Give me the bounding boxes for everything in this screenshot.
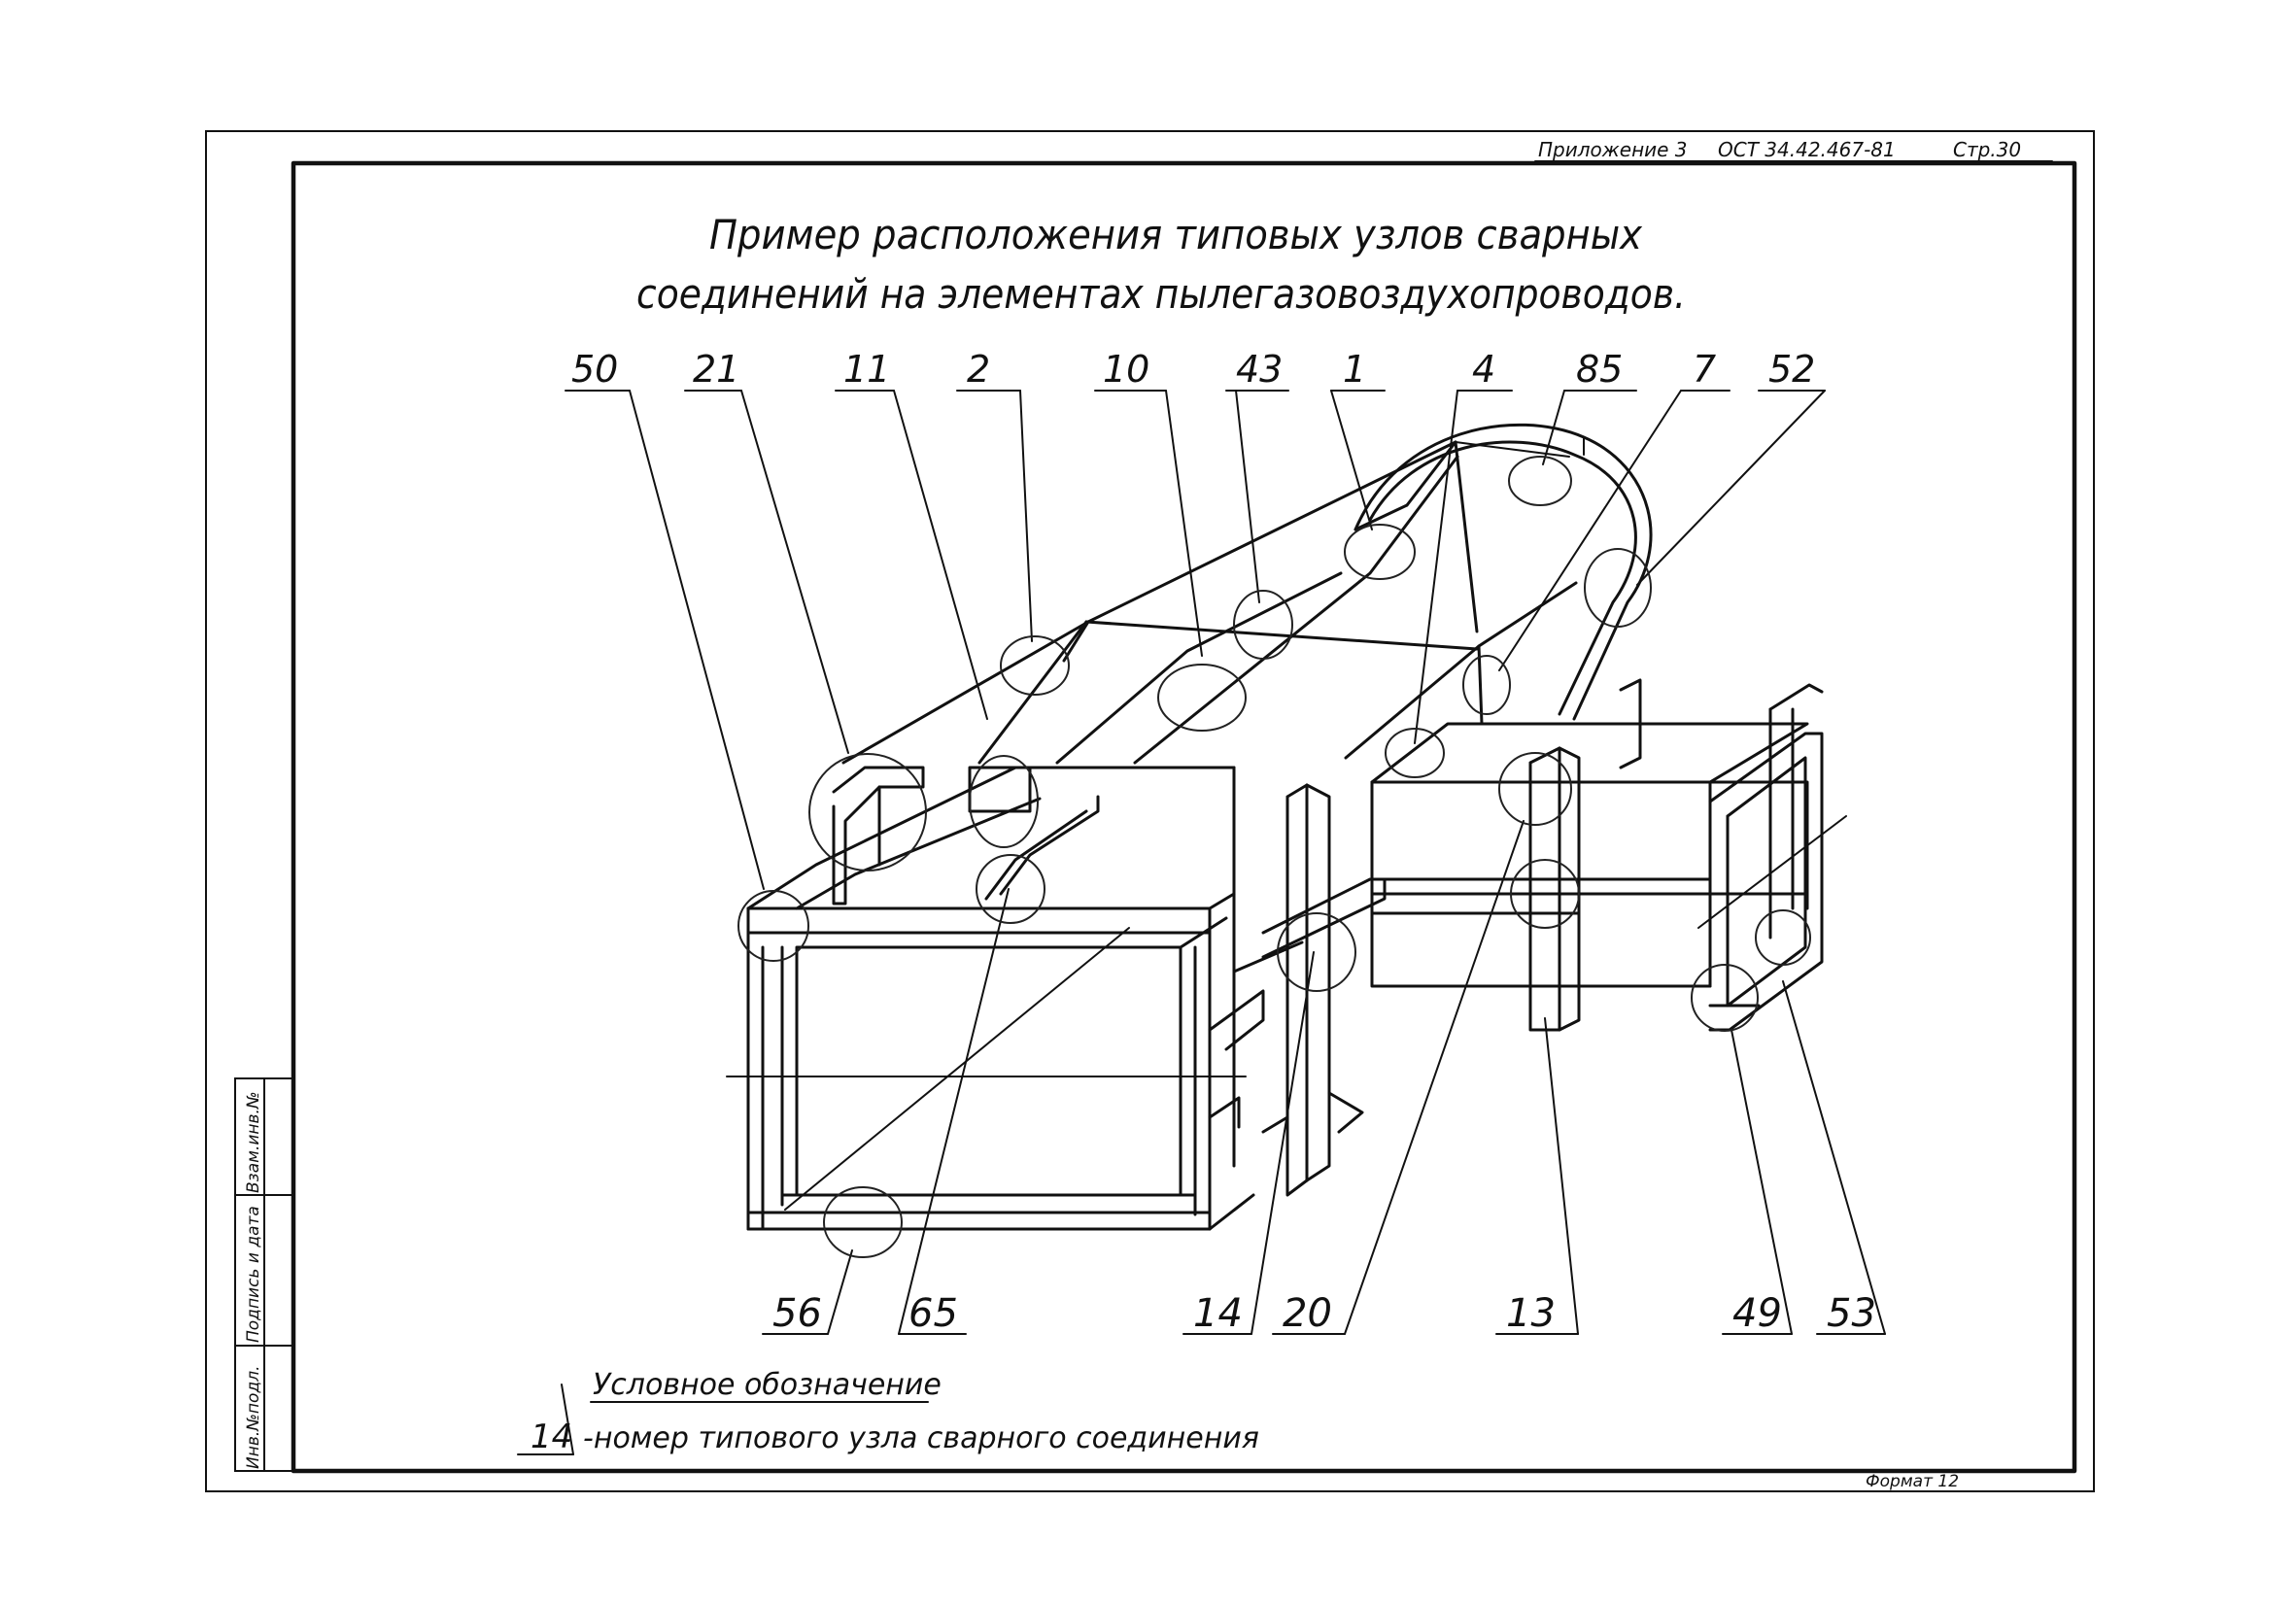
inner-frame — [291, 160, 2077, 1474]
svg-text:14: 14 — [1193, 1291, 1243, 1336]
legend-heading: Условное обозначение — [593, 1368, 942, 1402]
callout-14: 14 — [1182, 951, 1315, 1336]
weld-node-49 — [1691, 964, 1759, 1032]
weld-node-11 — [969, 755, 1039, 848]
svg-text:49: 49 — [1732, 1291, 1782, 1336]
footer: Формат 12 — [1860, 1472, 1973, 1492]
svg-text:2: 2 — [967, 348, 990, 391]
title-line1: Пример расположения типовых узлов сварны… — [709, 211, 1643, 258]
svg-text:53: 53 — [1827, 1291, 1876, 1336]
stamp-replacement-inv: Взам.инв.№ — [244, 1091, 263, 1193]
weld-node-52 — [1584, 548, 1652, 628]
weld-node-85 — [1508, 456, 1572, 506]
callout-65: 65 — [898, 888, 1010, 1336]
header-standard: ОСТ 34.42.467-81 — [1718, 138, 1896, 161]
svg-text:11: 11 — [843, 348, 890, 391]
svg-text:50: 50 — [571, 348, 618, 391]
svg-text:4: 4 — [1472, 348, 1495, 391]
svg-text:56: 56 — [772, 1291, 822, 1336]
legend: Условное обозначение 14 -номер типового … — [517, 1368, 1259, 1456]
weld-node-50 — [737, 890, 809, 962]
weld-node-20 — [1498, 752, 1572, 826]
weld-node-2 — [1000, 635, 1070, 696]
svg-text:65: 65 — [908, 1291, 958, 1336]
weld-node-10 — [1157, 664, 1247, 732]
callout-2: 2 — [956, 348, 1033, 642]
duct-assembly — [726, 423, 1847, 1258]
svg-text:1: 1 — [1343, 348, 1366, 391]
svg-text:7: 7 — [1693, 348, 1716, 391]
svg-text:21: 21 — [693, 348, 739, 391]
svg-text:85: 85 — [1576, 348, 1623, 391]
top-labels: 50 21 11 2 10 43 1 — [565, 348, 1826, 890]
callout-52: 52 — [1636, 348, 1826, 586]
svg-text:52: 52 — [1768, 348, 1815, 391]
weld-node-7 — [1462, 655, 1511, 715]
weld-node-53 — [1755, 909, 1811, 966]
weld-node-13 — [1510, 859, 1580, 929]
callout-4: 4 — [1414, 348, 1513, 744]
stamp-signature-date: Подпись и дата — [244, 1206, 263, 1343]
legend-sample-number: 14 — [531, 1418, 572, 1456]
callout-13: 13 — [1495, 1017, 1579, 1336]
callout-20: 20 — [1272, 820, 1525, 1336]
callout-1: 1 — [1330, 348, 1386, 530]
callout-7: 7 — [1498, 348, 1731, 671]
footer-format: Формат 12 — [1866, 1472, 1959, 1491]
header-page: Стр.30 — [1953, 138, 2021, 161]
weld-node-56 — [823, 1186, 903, 1258]
callout-85: 85 — [1542, 348, 1637, 465]
title-line2: соединений на элементах пылегазовоздухоп… — [636, 270, 1686, 318]
callout-50: 50 — [565, 348, 765, 890]
title: Пример расположения типовых узлов сварны… — [636, 211, 1686, 318]
svg-text:13: 13 — [1506, 1291, 1556, 1336]
header: Приложение 3 ОСТ 34.42.467-81 Стр.30 — [1534, 138, 2053, 162]
callout-56: 56 — [762, 1249, 853, 1336]
stamp-column: Инв.№подл. Подпись и дата Взам.инв.№ — [234, 1077, 294, 1472]
callout-53: 53 — [1782, 980, 1886, 1336]
svg-text:10: 10 — [1103, 348, 1149, 391]
svg-text:20: 20 — [1283, 1291, 1332, 1336]
legend-description: -номер типового узла сварного соединения — [583, 1421, 1259, 1455]
callout-21: 21 — [684, 348, 849, 754]
outer-border — [205, 130, 2095, 1492]
bottom-labels: 56 65 14 20 13 49 53 — [762, 820, 1886, 1336]
weld-node-14 — [1277, 912, 1356, 992]
callout-43: 43 — [1225, 348, 1289, 603]
callout-49: 49 — [1722, 1029, 1793, 1336]
callout-10: 10 — [1094, 348, 1203, 657]
weld-node-4 — [1385, 728, 1445, 778]
svg-text:43: 43 — [1236, 348, 1283, 391]
weld-node-65 — [976, 854, 1045, 924]
header-appendix: Приложение 3 — [1538, 138, 1688, 161]
callout-11: 11 — [835, 348, 988, 720]
stamp-inv-original: Инв.№подл. — [244, 1366, 263, 1469]
weld-node-1 — [1344, 524, 1416, 580]
weld-node-43 — [1233, 590, 1293, 660]
weld-node-21 — [808, 753, 927, 871]
